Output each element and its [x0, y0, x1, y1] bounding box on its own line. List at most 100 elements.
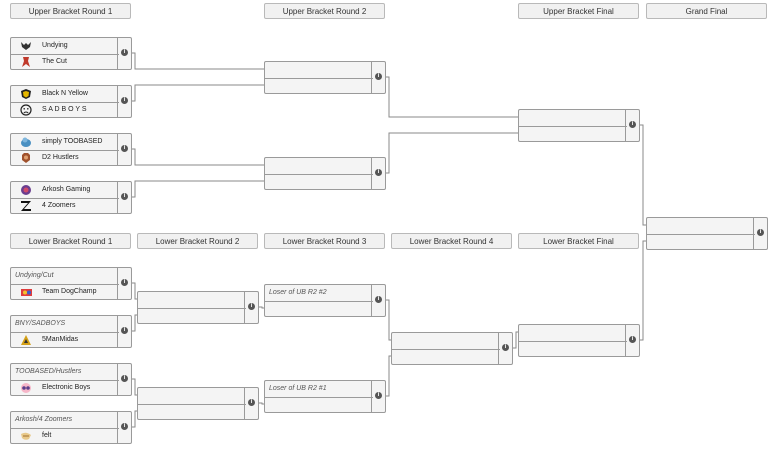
match-info-button[interactable]: i: [498, 333, 512, 364]
match-info-button[interactable]: i: [117, 316, 131, 347]
match-info-button[interactable]: i: [117, 38, 131, 69]
match-ub-r1-2[interactable]: Black N Yellow S A D B O Y S i: [10, 85, 132, 118]
match-info-button[interactable]: i: [753, 218, 767, 249]
team-slot[interactable]: Black N Yellow: [11, 86, 119, 103]
match-info-button[interactable]: i: [244, 292, 258, 323]
team-slot[interactable]: [138, 292, 246, 309]
team-slot[interactable]: The Cut: [11, 54, 119, 69]
match-ub-r1-1[interactable]: Undying The Cut i: [10, 37, 132, 70]
team-slot[interactable]: Arkosh Gaming: [11, 182, 119, 199]
match-info-button[interactable]: i: [625, 325, 639, 356]
team-slot[interactable]: [519, 126, 627, 141]
team-slot[interactable]: Loser of UB R2 #2: [265, 285, 373, 302]
team-slot[interactable]: [138, 388, 246, 405]
team-slot[interactable]: [392, 333, 500, 350]
info-icon: i: [375, 296, 382, 303]
info-icon: i: [121, 375, 128, 382]
match-lb-r1-4[interactable]: Arkosh/4 Zoomers felt i: [10, 411, 132, 444]
info-icon: i: [121, 279, 128, 286]
team-slot[interactable]: Undying: [11, 38, 119, 55]
info-icon: i: [121, 423, 128, 430]
team-slot[interactable]: TOOBASED/Hustlers: [11, 364, 119, 381]
match-info-button[interactable]: i: [117, 134, 131, 165]
info-icon: i: [121, 145, 128, 152]
info-icon: i: [248, 303, 255, 310]
team-slot[interactable]: [265, 397, 373, 412]
match-lb-r1-2[interactable]: BNY/SADBOYS 5ManMidas i: [10, 315, 132, 348]
match-lb-r1-3[interactable]: TOOBASED/Hustlers Electronic Boys i: [10, 363, 132, 396]
match-info-button[interactable]: i: [117, 268, 131, 299]
team-slot[interactable]: D2 Hustlers: [11, 150, 119, 165]
match-lb-r2-2[interactable]: i: [137, 387, 259, 420]
info-icon: i: [629, 121, 636, 128]
info-icon: i: [375, 169, 382, 176]
match-grand-final[interactable]: i: [646, 217, 768, 250]
team-slot[interactable]: Team DogChamp: [11, 284, 119, 299]
team-slot[interactable]: [265, 62, 373, 79]
team-slot[interactable]: Arkosh/4 Zoomers: [11, 412, 119, 429]
match-info-button[interactable]: i: [117, 182, 131, 213]
match-ub-r1-3[interactable]: simply TOOBASED D2 Hustlers i: [10, 133, 132, 166]
match-info-button[interactable]: i: [371, 285, 385, 316]
team-slot[interactable]: [265, 174, 373, 189]
info-icon: i: [375, 73, 382, 80]
team-slot[interactable]: [138, 404, 246, 419]
electronic-boys-logo-icon: [21, 383, 31, 393]
team-slot[interactable]: Loser of UB R2 #1: [265, 381, 373, 398]
match-info-button[interactable]: i: [625, 110, 639, 141]
team-slot[interactable]: S A D B O Y S: [11, 102, 119, 117]
placeholder-label: TOOBASED/Hustlers: [15, 368, 82, 375]
team-name: Team DogChamp: [42, 288, 97, 295]
match-ub-r2-2[interactable]: i: [264, 157, 386, 190]
info-icon: i: [121, 193, 128, 200]
team-slot[interactable]: [265, 301, 373, 316]
team-slot[interactable]: 5ManMidas: [11, 332, 119, 347]
match-lb-r3-1[interactable]: Loser of UB R2 #2 i: [264, 284, 386, 317]
team-slot[interactable]: simply TOOBASED: [11, 134, 119, 151]
match-info-button[interactable]: i: [117, 86, 131, 117]
sad-face-icon: [20, 104, 32, 116]
match-info-button[interactable]: i: [117, 412, 131, 443]
team-slot[interactable]: [647, 234, 755, 249]
team-slot[interactable]: Undying/Cut: [11, 268, 119, 285]
match-lb-r1-1[interactable]: Undying/Cut Team DogChamp i: [10, 267, 132, 300]
match-info-button[interactable]: i: [244, 388, 258, 419]
felt-logo-icon: [21, 432, 31, 440]
team-slot[interactable]: [265, 158, 373, 175]
team-slot[interactable]: [519, 325, 627, 342]
team-slot[interactable]: [265, 78, 373, 93]
match-lb-r4[interactable]: i: [391, 332, 513, 365]
placeholder-label: Undying/Cut: [15, 272, 54, 279]
header-lower-bracket-final: Lower Bracket Final: [518, 233, 639, 249]
placeholder-label: BNY/SADBOYS: [15, 320, 66, 327]
team-slot[interactable]: Electronic Boys: [11, 380, 119, 395]
team-name: D2 Hustlers: [42, 154, 79, 161]
header-grand-final: Grand Final: [646, 3, 767, 19]
match-ub-r2-1[interactable]: i: [264, 61, 386, 94]
arkosh-gaming-logo-icon: [21, 185, 31, 195]
team-slot[interactable]: [647, 218, 755, 235]
info-icon: i: [121, 327, 128, 334]
simply-toobased-logo-icon: [21, 137, 31, 147]
team-slot[interactable]: [138, 308, 246, 323]
team-slot[interactable]: [392, 349, 500, 364]
team-slot[interactable]: BNY/SADBOYS: [11, 316, 119, 333]
team-slot[interactable]: [519, 341, 627, 356]
team-slot[interactable]: 4 Zoomers: [11, 198, 119, 213]
team-name: 4 Zoomers: [42, 202, 76, 209]
match-lb-r2-1[interactable]: i: [137, 291, 259, 324]
match-info-button[interactable]: i: [117, 364, 131, 395]
team-slot[interactable]: [519, 110, 627, 127]
header-upper-bracket-round-2: Upper Bracket Round 2: [264, 3, 385, 19]
match-lb-final[interactable]: i: [518, 324, 640, 357]
match-info-button[interactable]: i: [371, 62, 385, 93]
match-lb-r3-2[interactable]: Loser of UB R2 #1 i: [264, 380, 386, 413]
info-icon: i: [121, 49, 128, 56]
team-name: S A D B O Y S: [42, 106, 87, 113]
match-ub-r1-4[interactable]: Arkosh Gaming 4 Zoomers i: [10, 181, 132, 214]
match-info-button[interactable]: i: [371, 381, 385, 412]
match-info-button[interactable]: i: [371, 158, 385, 189]
info-icon: i: [757, 229, 764, 236]
team-slot[interactable]: felt: [11, 428, 119, 443]
match-ub-final[interactable]: i: [518, 109, 640, 142]
